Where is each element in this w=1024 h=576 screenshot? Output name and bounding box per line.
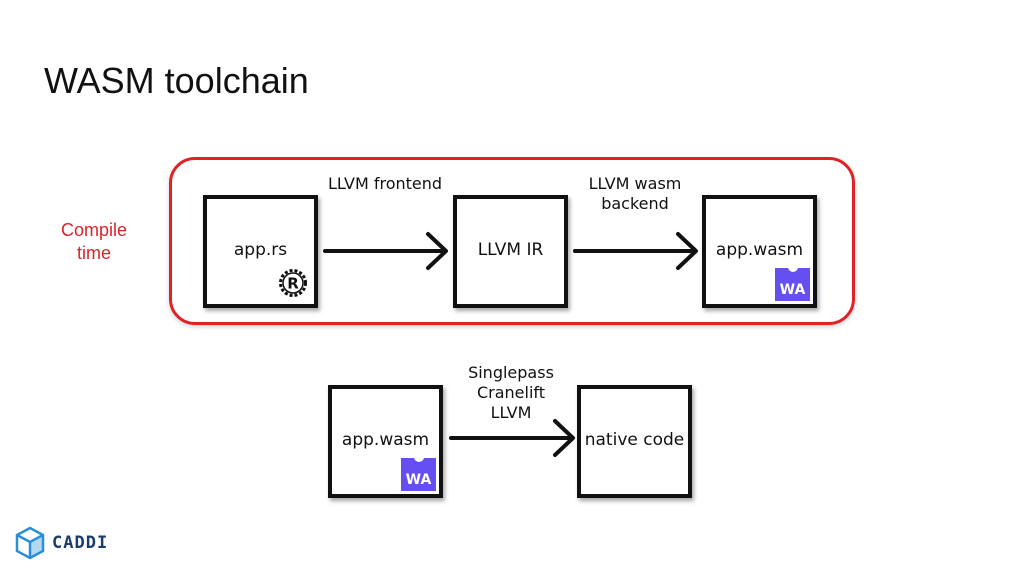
wasm-logo-icon: WA bbox=[401, 454, 436, 491]
node-native-code: native code bbox=[577, 385, 692, 498]
company-logo: CADDI bbox=[14, 525, 108, 561]
node-label: native code bbox=[584, 429, 685, 450]
node-label: LLVM IR bbox=[477, 239, 544, 260]
node-label: app.rs bbox=[233, 239, 288, 260]
cube-logo-icon bbox=[15, 526, 45, 560]
edge-label-backend: LLVM wasm backend bbox=[560, 174, 710, 214]
company-logo-text: CADDI bbox=[52, 533, 109, 553]
edge-label-line: LLVM bbox=[490, 403, 532, 422]
edge-label-compilers: Singlepass Cranelift LLVM bbox=[436, 363, 586, 423]
edge-label-line: Singlepass bbox=[468, 363, 554, 382]
compile-time-label: Compile time bbox=[60, 220, 128, 263]
node-app-wasm: app.wasm WA bbox=[702, 195, 817, 308]
edge-label-line: backend bbox=[601, 194, 669, 213]
compile-time-group bbox=[169, 157, 855, 325]
node-app-wasm-runtime: app.wasm WA bbox=[328, 385, 443, 498]
svg-text:R: R bbox=[287, 275, 299, 293]
node-llvm-ir: LLVM IR bbox=[453, 195, 568, 308]
slide-title: WASM toolchain bbox=[44, 60, 309, 101]
wasm-logo-icon: WA bbox=[775, 264, 810, 301]
arrow-frontend bbox=[323, 232, 448, 270]
arrow-backend bbox=[573, 232, 698, 270]
rust-logo-icon: R bbox=[279, 269, 307, 297]
node-app-rs: app.rs R bbox=[203, 195, 318, 308]
node-label: app.wasm bbox=[715, 239, 804, 260]
arrow-native bbox=[449, 419, 575, 457]
edge-label-frontend: LLVM frontend bbox=[327, 174, 443, 193]
edge-label-line: LLVM wasm bbox=[588, 174, 682, 193]
edge-label-line: Cranelift bbox=[476, 383, 546, 402]
node-label: app.wasm bbox=[341, 429, 430, 450]
